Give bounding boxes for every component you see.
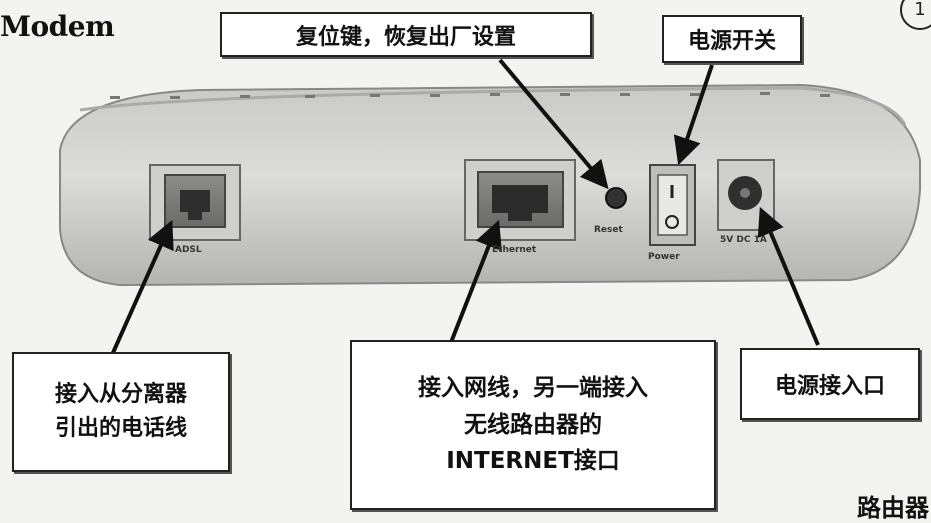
power-jack — [717, 159, 775, 231]
arrow-adsl — [110, 219, 174, 356]
callout-reset: 复位键，恢复出厂设置 — [220, 12, 592, 57]
label-power: Power — [648, 252, 680, 262]
arrow-ethernet — [448, 219, 502, 346]
callout-adsl: 接入从分离器 引出的电话线 — [12, 352, 230, 472]
corner-number: 1 — [900, 0, 931, 30]
label-reset: Reset — [594, 225, 623, 235]
label-ethernet: Ethernet — [492, 245, 537, 255]
callout-power-switch: 电源开关 — [662, 15, 802, 63]
adsl-port — [149, 164, 241, 241]
arrow-reset — [498, 58, 609, 190]
arrow-power-switch — [673, 64, 714, 166]
reset-button — [605, 187, 627, 209]
arrow-power-port — [757, 206, 820, 346]
modem-title: Modem — [0, 10, 115, 43]
callout-power-port: 电源接入口 — [740, 348, 920, 420]
label-dc-in: 5V DC 1A — [720, 235, 767, 245]
ethernet-port — [464, 159, 576, 241]
modem-top-ridge — [79, 86, 907, 126]
power-switch — [649, 164, 696, 246]
vent-dots — [110, 92, 830, 99]
callout-ethernet: 接入网线，另一端接入 无线路由器的 INTERNET接口 — [350, 340, 716, 510]
router-label: 路由器 — [857, 494, 929, 522]
label-adsl: ADSL — [175, 245, 202, 255]
